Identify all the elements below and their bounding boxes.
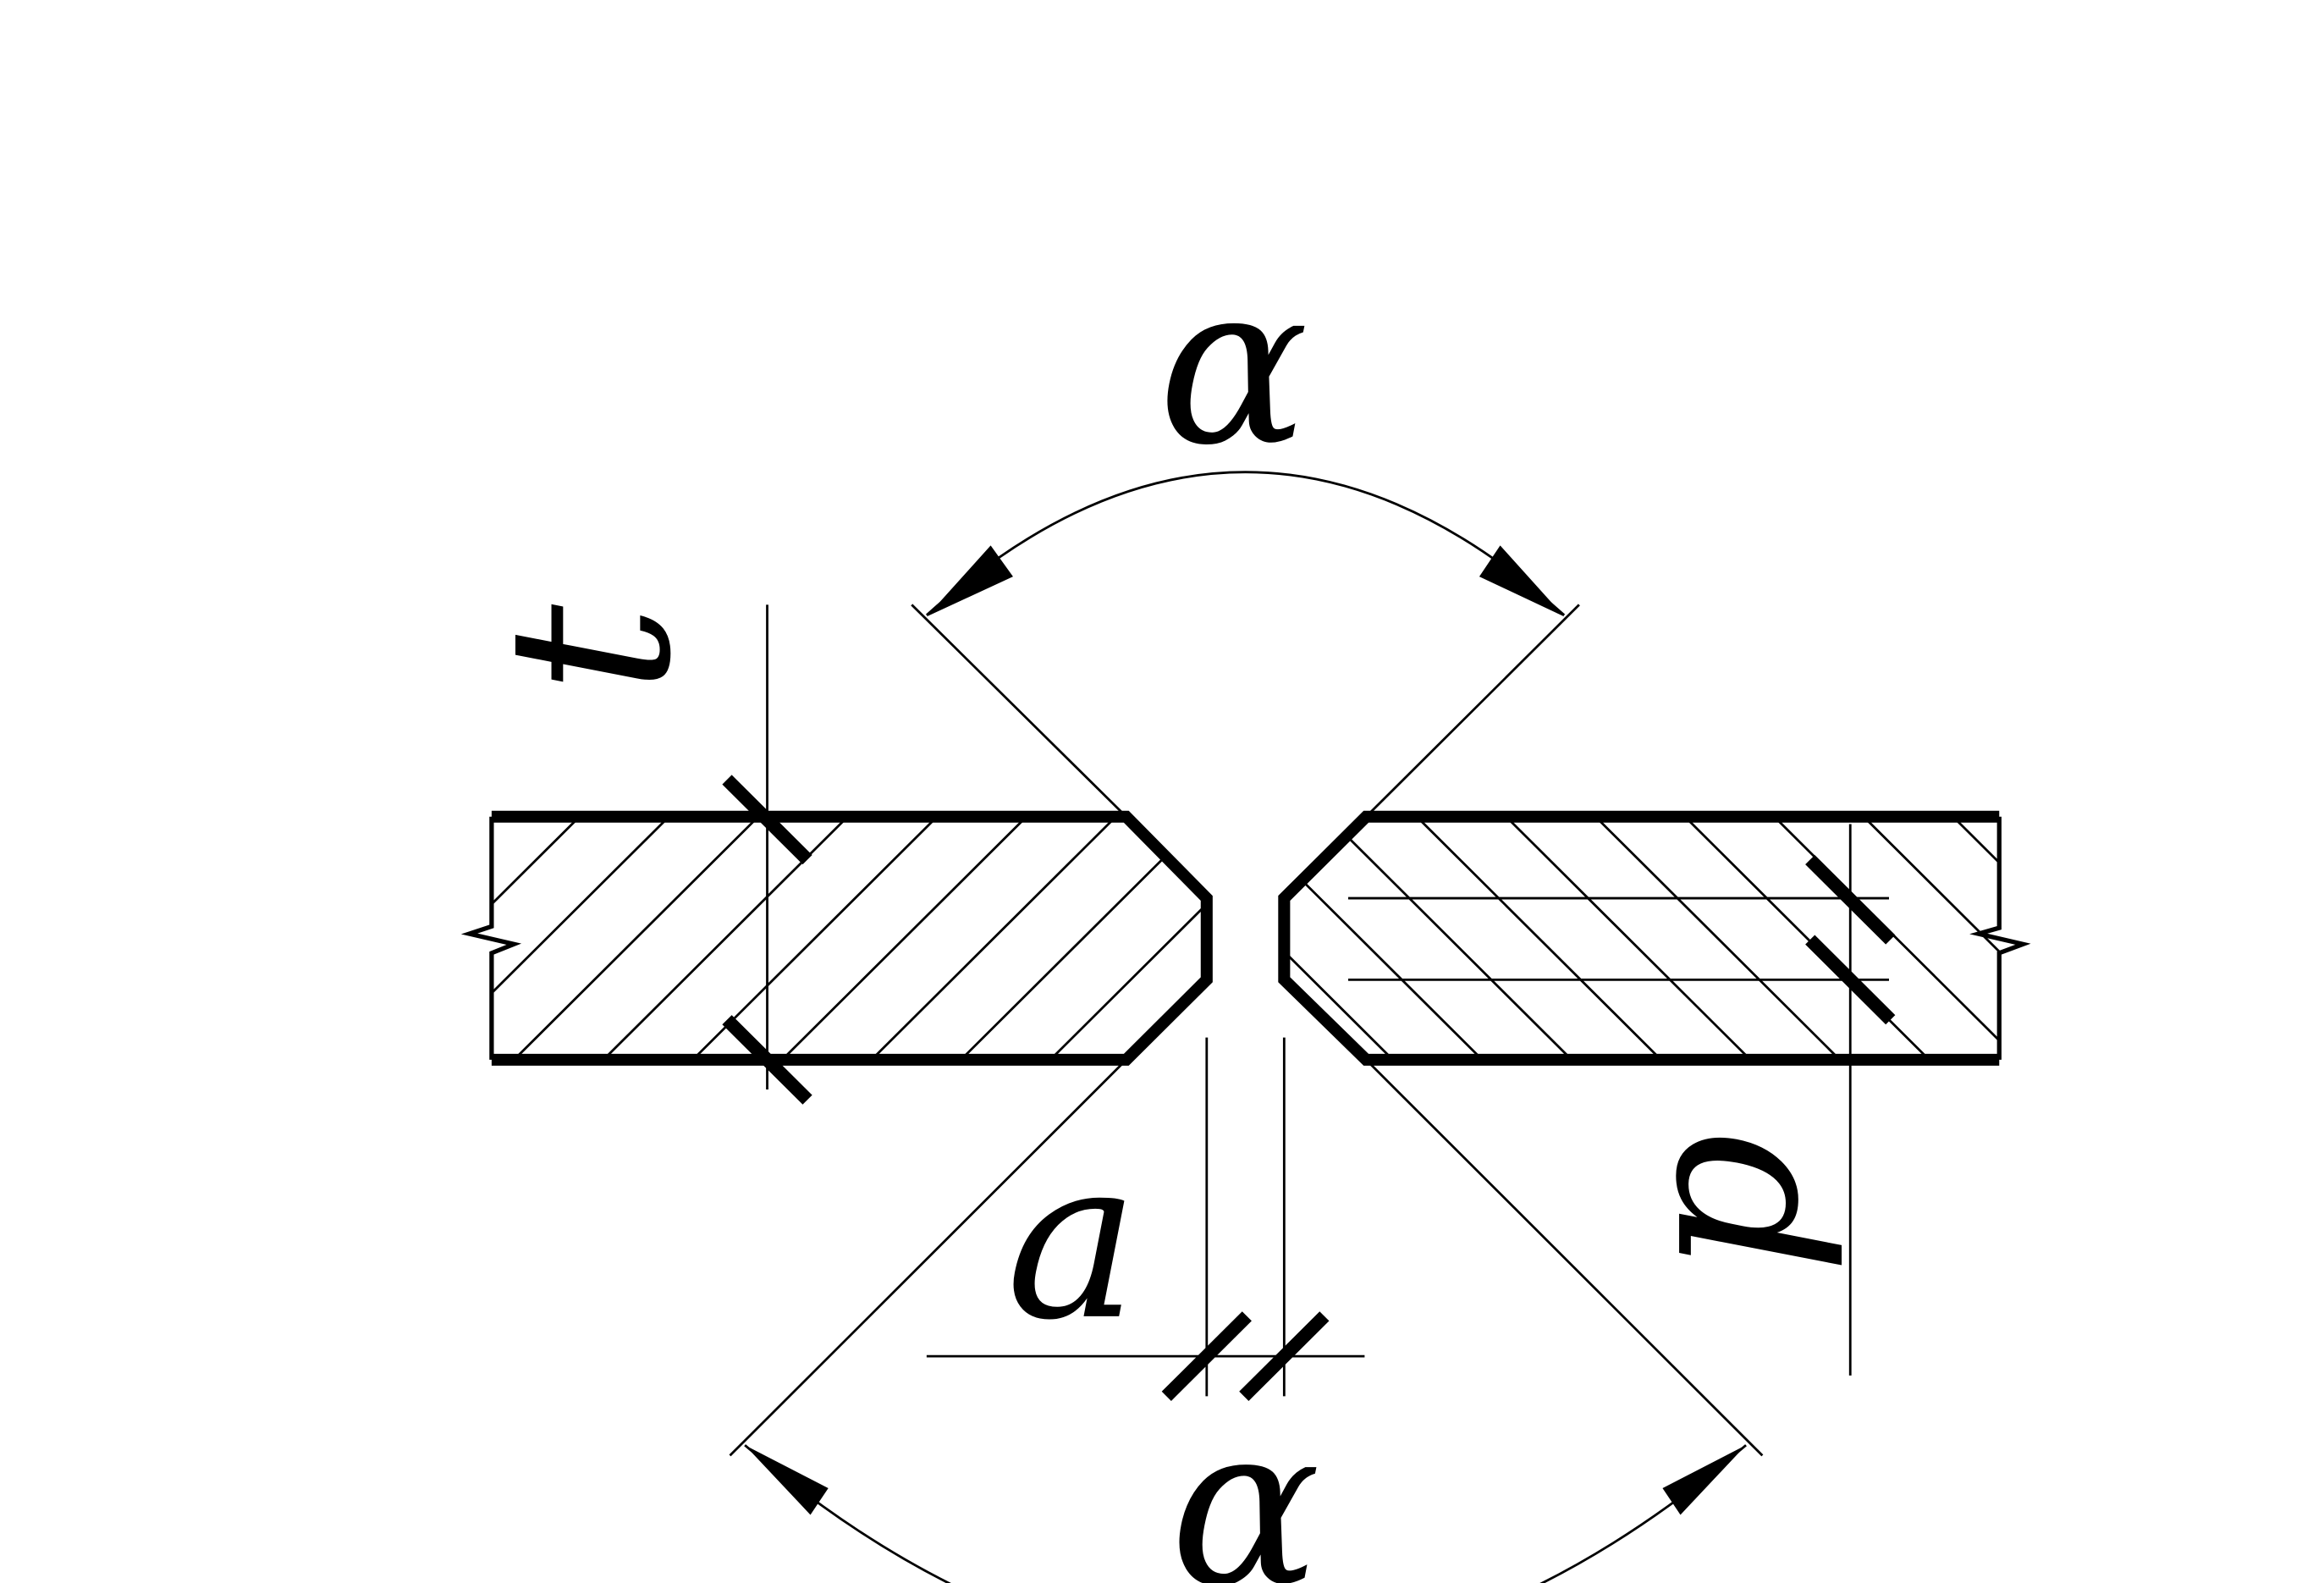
bottom-angle-arrow-left <box>745 1445 829 1515</box>
thickness-tick-top <box>722 775 812 865</box>
left-break-line <box>460 816 522 1060</box>
root-face-tick-bottom <box>1805 935 1896 1025</box>
right-break-line <box>1969 816 2031 1060</box>
gap-tick-left <box>1161 1311 1252 1401</box>
thickness-label: t <box>461 604 721 694</box>
top-angle-arc <box>925 471 1566 616</box>
gap-label: a <box>1006 1111 1139 1369</box>
right-plate-outline <box>1278 810 2000 1066</box>
left-plate-hatching <box>473 816 1207 1060</box>
left-plate-outline <box>491 810 1213 1066</box>
root-face-label: p <box>1589 1133 1848 1275</box>
angle-label-bottom: α <box>1170 1378 1320 1583</box>
root-face-tick-top <box>1805 854 1896 945</box>
right-plate-hatching <box>1284 816 2020 1060</box>
top-angle-arrow-right <box>1479 545 1565 617</box>
gap-tick-right <box>1239 1311 1330 1401</box>
top-right-bevel-extension <box>1365 604 1580 818</box>
bottom-angle-arrow-right <box>1662 1445 1747 1515</box>
bottom-right-bevel-extension <box>1365 1058 1764 1457</box>
bottom-left-bevel-extension <box>729 1058 1127 1457</box>
bottom-angle-arc <box>744 1444 1747 1583</box>
angle-label-top: α <box>1158 236 1308 494</box>
thickness-tick-bottom <box>722 1015 812 1105</box>
top-left-bevel-extension <box>911 604 1127 818</box>
top-angle-arrow-left <box>926 545 1013 617</box>
